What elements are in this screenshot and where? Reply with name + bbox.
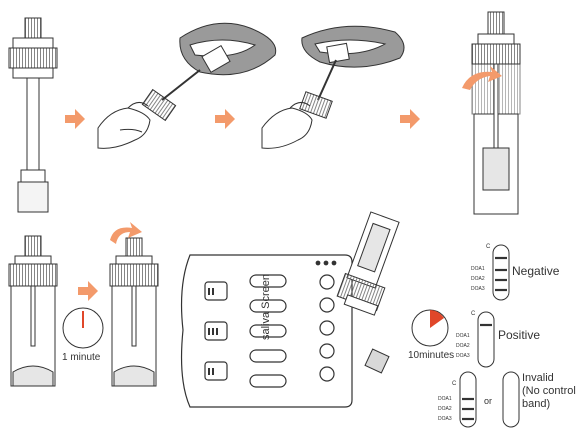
timer-1-minute-icon bbox=[63, 308, 103, 348]
invalid-c-mark: C bbox=[452, 381, 456, 387]
swab-pad bbox=[365, 349, 389, 373]
step2-swab-in-mouth bbox=[98, 23, 276, 148]
negative-band-1: DOA1 bbox=[471, 266, 485, 272]
positive-c-mark: C bbox=[471, 311, 475, 317]
negative-label: Negative bbox=[512, 264, 559, 278]
invalid-or-label: or bbox=[484, 396, 492, 406]
positive-band-1: DOA1 bbox=[456, 333, 470, 339]
timer-10-minutes-label: 10minutes bbox=[408, 350, 454, 361]
arrow-right-icon bbox=[400, 109, 420, 129]
device-brand-label: saliva Screen bbox=[260, 274, 272, 340]
positive-band-3: DOA3 bbox=[456, 353, 470, 359]
result-invalid-strip-2 bbox=[503, 372, 519, 427]
result-negative-strip bbox=[493, 245, 509, 300]
arrow-right-icon bbox=[215, 109, 235, 129]
positive-label: Positive bbox=[498, 328, 540, 342]
arrow-right-icon bbox=[65, 109, 85, 129]
invalid-band-1: DOA1 bbox=[438, 396, 452, 402]
step3-swab-saturated bbox=[262, 26, 404, 148]
negative-c-mark: C bbox=[486, 244, 490, 250]
arrow-right-icon bbox=[78, 281, 98, 301]
invalid-band-2: DOA2 bbox=[438, 406, 452, 412]
step5-tube-wait bbox=[9, 236, 57, 386]
timer-1-minute-label: 1 minute bbox=[62, 352, 100, 363]
positive-band-2: DOA2 bbox=[456, 343, 470, 349]
result-invalid-strip-1 bbox=[460, 372, 476, 427]
step6-tube-uncap bbox=[110, 238, 158, 386]
invalid-band-3: DOA3 bbox=[438, 416, 452, 422]
result-positive-strip bbox=[478, 312, 494, 367]
negative-band-2: DOA2 bbox=[471, 276, 485, 282]
step4-tube-insert bbox=[472, 12, 520, 214]
negative-band-3: DOA3 bbox=[471, 286, 485, 292]
step1-collector bbox=[9, 18, 57, 212]
invalid-label: Invalid (No control band) bbox=[522, 372, 576, 411]
timer-10-minutes-icon bbox=[412, 310, 448, 346]
